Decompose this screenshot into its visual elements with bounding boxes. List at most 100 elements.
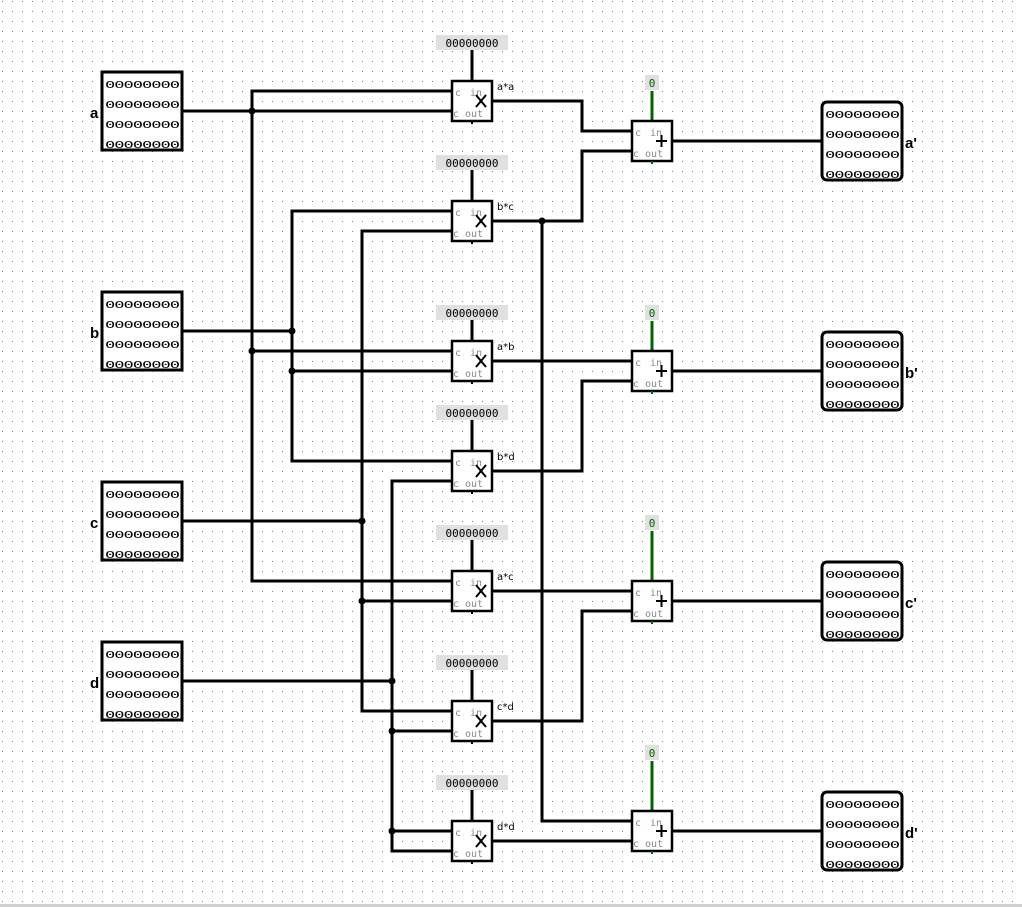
pin-bit-row[interactable]: 00000000 — [825, 800, 901, 811]
pin-bit-row[interactable]: 00000000 — [105, 320, 181, 331]
pin-bit-row[interactable]: 00000000 — [105, 340, 181, 351]
pin-bit-row[interactable]: 00000000 — [105, 650, 181, 661]
pin-bit-row[interactable]: 00000000 — [825, 170, 901, 181]
port-label-cin: c — [455, 458, 461, 469]
pin-bit-row[interactable]: 00000000 — [105, 530, 181, 541]
plus-icon — [656, 595, 667, 607]
wire[interactable] — [490, 609, 634, 723]
carry-in-constant[interactable]: 0 — [645, 515, 659, 530]
pin-bit-row[interactable]: 00000000 — [825, 110, 901, 121]
carry-in-constant[interactable]: 0 — [645, 305, 659, 320]
pin-bit-row[interactable]: 00000000 — [105, 710, 181, 721]
port-label-in: in — [650, 358, 662, 369]
pin-bit-row[interactable]: 00000000 — [105, 690, 181, 701]
carry-in-constant[interactable]: 00000000 — [436, 155, 508, 170]
wire[interactable] — [290, 209, 454, 463]
wire[interactable] — [490, 379, 634, 473]
port-label-in: in — [650, 818, 662, 829]
pin-bit-row[interactable]: 00000000 — [825, 840, 901, 851]
constant-background — [436, 35, 508, 50]
junction-dot — [388, 727, 396, 735]
pin-bit-row[interactable]: 00000000 — [105, 360, 181, 371]
pin-bit-row[interactable]: 00000000 — [825, 570, 901, 581]
pin-bit-row[interactable]: 00000000 — [825, 400, 901, 411]
plus-icon — [656, 135, 667, 147]
input-pin-body[interactable] — [100, 70, 184, 152]
carry-in-constant[interactable]: 00000000 — [436, 775, 508, 790]
multiplier-label: d*d — [497, 822, 515, 833]
input-pin-a[interactable]: 00000000 00000000 00000000 00000000 a — [90, 70, 184, 152]
multiplier-body[interactable] — [450, 569, 494, 613]
pin-bit-row[interactable]: 00000000 — [825, 630, 901, 641]
input-pin-body[interactable] — [100, 640, 184, 722]
input-pin-body[interactable] — [100, 480, 184, 562]
wire[interactable] — [390, 479, 454, 853]
pin-bit-row[interactable]: 00000000 — [825, 360, 901, 371]
constant-background — [436, 525, 508, 540]
pin-bit-row[interactable]: 00000000 — [825, 820, 901, 831]
pin-bit-row[interactable]: 00000000 — [825, 130, 901, 141]
multiply-icon — [475, 584, 487, 598]
wire[interactable] — [360, 229, 454, 713]
input-pin-label: a — [90, 105, 99, 122]
pin-bit-row[interactable]: 00000000 — [105, 550, 181, 561]
input-pin-body[interactable] — [100, 290, 184, 372]
pin-bit-row[interactable]: 00000000 — [105, 490, 181, 501]
pin-bit-row[interactable]: 00000000 — [105, 120, 181, 131]
pin-bit-row[interactable]: 00000000 — [825, 380, 901, 391]
carry-in-constant[interactable]: 00000000 — [436, 305, 508, 320]
junctions — [248, 107, 546, 835]
wire[interactable] — [540, 219, 634, 823]
multiplier-body[interactable] — [450, 79, 494, 123]
pin-bit-row[interactable]: 00000000 — [105, 300, 181, 311]
output-pin-body[interactable] — [820, 790, 904, 872]
wire[interactable] — [490, 149, 634, 223]
carry-in-constant[interactable]: 00000000 — [436, 35, 508, 50]
carry-in-constant[interactable]: 00000000 — [436, 655, 508, 670]
pin-bit-row[interactable]: 00000000 — [105, 140, 181, 151]
wire[interactable] — [490, 99, 634, 133]
constant-background — [436, 155, 508, 170]
carry-in-constant[interactable]: 00000000 — [436, 405, 508, 420]
pin-bit-row[interactable]: 00000000 — [825, 610, 901, 621]
output-pin-body[interactable] — [820, 100, 904, 182]
pin-bit-row[interactable]: 00000000 — [825, 150, 901, 161]
multiplier-body[interactable] — [450, 199, 494, 243]
pin-bit-row[interactable]: 00000000 — [825, 340, 901, 351]
carry-in-constant[interactable]: 0 — [645, 75, 659, 90]
wire[interactable] — [250, 89, 454, 583]
pin-bit-row[interactable]: 00000000 — [105, 80, 181, 91]
pin-bit-row[interactable]: 00000000 — [105, 100, 181, 111]
pin-bit-row[interactable]: 00000000 — [825, 860, 901, 871]
pin-bit-row[interactable]: 00000000 — [105, 510, 181, 521]
carry-in-constant[interactable]: 00000000 — [436, 525, 508, 540]
pin-bit-row[interactable]: 00000000 — [105, 670, 181, 681]
multiplier-body[interactable] — [450, 339, 494, 383]
output-pin-body[interactable] — [820, 560, 904, 642]
output-pin-body[interactable] — [820, 330, 904, 412]
carry-in-constant[interactable]: 0 — [645, 745, 659, 760]
multiplier-body[interactable] — [450, 819, 494, 863]
pin-bit-row[interactable]: 00000000 — [825, 590, 901, 601]
constant-value: 00000000 — [446, 657, 499, 670]
